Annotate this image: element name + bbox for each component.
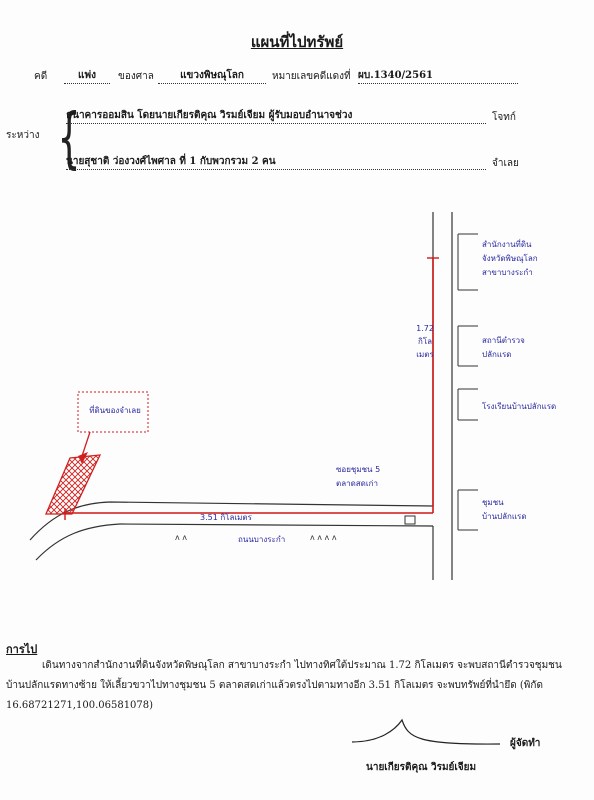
box-school — [457, 388, 478, 421]
svg-text:ᴧ ᴧ ᴧ ᴧ: ᴧ ᴧ ᴧ ᴧ — [310, 533, 337, 542]
distance-west: 3.51 กิโลเมตร — [200, 513, 252, 522]
road-ew-bottom-edge — [35, 523, 434, 561]
svg-text:ᴧ ᴧ: ᴧ ᴧ — [175, 533, 187, 542]
plaintiff-role: โจทก์ — [492, 112, 516, 123]
case-number-label: หมายเลขคดีแดงที่ — [272, 71, 351, 82]
property-label: ที่ดินของจำเลย — [89, 406, 141, 415]
junction-sign-icon — [404, 515, 416, 525]
signature-scribble — [351, 718, 501, 745]
defendant-name: นายสุชาติ ว่องวงศ์ไพศาล ที่ 1 กับพวกรวม … — [66, 154, 486, 170]
brace: { — [57, 99, 81, 176]
between-label: ระหว่าง — [6, 130, 40, 141]
case-number: ผบ.1340/2561 — [358, 68, 518, 84]
case-label: คดี — [34, 71, 48, 82]
signature-name: นายเกียรติคุณ วิรมย์เจียม — [366, 762, 477, 773]
directions-heading: การไป — [6, 643, 38, 656]
school-label: โรงเรียนบ้านปลักแรด — [482, 402, 557, 411]
property-parcel — [45, 454, 102, 515]
distance-north: 1.72 กิโล เมตร — [416, 324, 434, 359]
police-station-label: สถานีตำรวจ ปลักแรด — [482, 336, 525, 359]
box-community — [457, 489, 478, 531]
defendant-role: จำเลย — [492, 158, 519, 169]
junction-label: ซอยชุมชน 5 ตลาดสดเก่า — [336, 465, 381, 488]
court-label: ของศาล — [118, 71, 154, 82]
box-land-office — [457, 233, 478, 291]
signature-role: ผู้จัดทำ — [510, 738, 541, 749]
document-title: แผนที่ไปทรัพย์ — [250, 33, 344, 51]
property-label-box — [77, 391, 149, 433]
court-name: แขวงพิษณุโลก — [158, 68, 266, 84]
case-type: แพ่ง — [64, 68, 110, 84]
road-label: ถนนบางระกำ — [238, 535, 286, 544]
community-label: ชุมชน บ้านปลักแรด — [482, 498, 527, 521]
directions-text: เดินทางจากสำนักงานที่ดินจังหวัดพิษณุโลก … — [6, 660, 562, 711]
box-police-station — [457, 325, 478, 367]
plaintiff-name: ธนาคารออมสิน โดยนายเกียรติคุณ วิรมย์เจีย… — [66, 108, 486, 124]
land-office-label: สำนักงานที่ดิน จังหวัดพิษณุโลก สาขาบางระ… — [482, 240, 538, 277]
